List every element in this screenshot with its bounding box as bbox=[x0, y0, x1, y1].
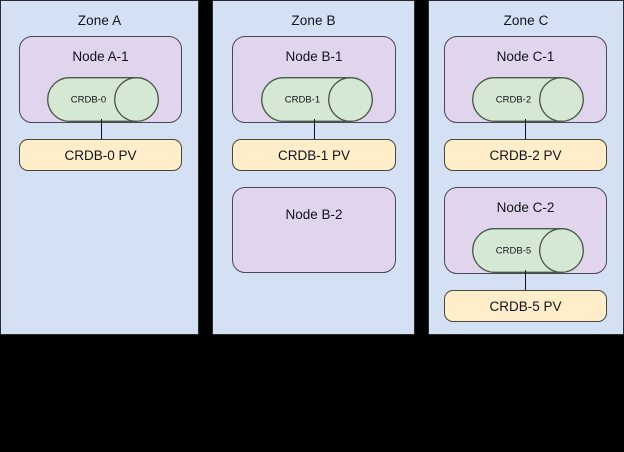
node-c-1-title: Node C-1 bbox=[496, 49, 555, 64]
node-b-2: Node B-2 bbox=[232, 187, 396, 273]
pv-crdb-5: CRDB-5 PV bbox=[444, 290, 607, 322]
node-b-1: Node B-1 CRDB-1 bbox=[232, 36, 396, 123]
pv-crdb-0-label: CRDB-0 PV bbox=[64, 147, 137, 163]
connector-node-c-2-to-crdb-5-pv bbox=[525, 270, 526, 290]
node-b-1-title: Node B-1 bbox=[285, 49, 343, 64]
pv-crdb-1: CRDB-1 PV bbox=[232, 139, 396, 171]
node-a-1-title: Node A-1 bbox=[72, 49, 129, 64]
database-cylinder-crdb-1: CRDB-1 bbox=[261, 77, 373, 122]
node-c-1: Node C-1 CRDB-2 bbox=[444, 36, 607, 123]
zone-b-title: Zone B bbox=[291, 13, 336, 28]
pv-crdb-5-label: CRDB-5 PV bbox=[489, 298, 562, 314]
connector-node-c-1-to-crdb-2-pv bbox=[525, 119, 526, 139]
node-b-2-title: Node B-2 bbox=[285, 207, 343, 222]
cylinder-shape bbox=[47, 77, 159, 122]
pv-crdb-0: CRDB-0 PV bbox=[19, 139, 182, 171]
pv-crdb-2-label: CRDB-2 PV bbox=[489, 147, 562, 163]
cylinder-shape bbox=[472, 77, 584, 122]
connector-node-b-1-to-crdb-1-pv bbox=[314, 119, 315, 139]
pv-crdb-2: CRDB-2 PV bbox=[444, 139, 607, 171]
database-cylinder-crdb-5: CRDB-5 bbox=[472, 228, 584, 273]
zone-c-title: Zone C bbox=[503, 13, 549, 28]
cylinder-shape bbox=[261, 77, 373, 122]
zone-b: Zone B Node B-1 CRDB-1 CRDB-1 PV Node B-… bbox=[212, 0, 415, 335]
database-cylinder-crdb-0: CRDB-0 bbox=[47, 77, 159, 122]
zone-c: Zone C Node C-1 CRDB-2 CRDB-2 PV Node C-… bbox=[428, 0, 624, 335]
node-a-1: Node A-1 CRDB-0 bbox=[19, 36, 182, 123]
node-c-2: Node C-2 CRDB-5 bbox=[444, 187, 607, 274]
zone-a: Zone A Node A-1 CRDB-0 CRDB-0 PV bbox=[0, 0, 199, 335]
node-c-2-title: Node C-2 bbox=[496, 200, 555, 215]
database-cylinder-crdb-2: CRDB-2 bbox=[472, 77, 584, 122]
connector-node-a-1-to-crdb-0-pv bbox=[101, 119, 102, 139]
pv-crdb-1-label: CRDB-1 PV bbox=[277, 147, 350, 163]
cylinder-shape bbox=[472, 228, 584, 273]
zone-a-title: Zone A bbox=[77, 13, 122, 28]
